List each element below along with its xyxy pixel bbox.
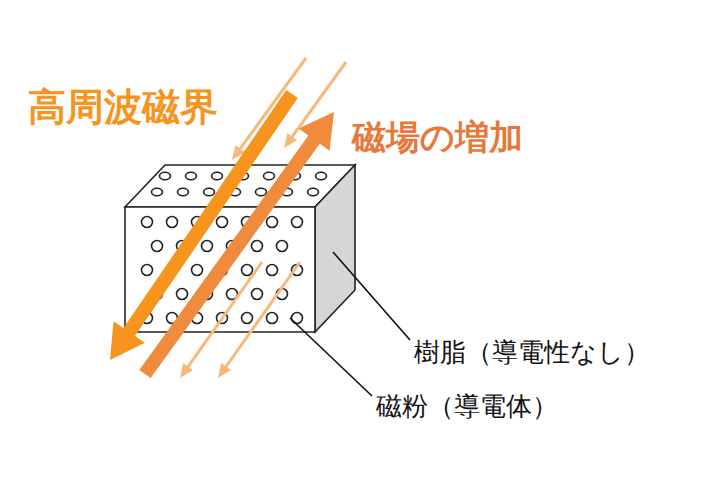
- powder-particle: [152, 241, 163, 252]
- powder-particle: [267, 217, 278, 228]
- field-arrow: [110, 90, 298, 360]
- powder-particle: [204, 188, 215, 196]
- powder-particle: [167, 217, 178, 228]
- powder-particle: [267, 265, 278, 276]
- powder-particle: [252, 241, 263, 252]
- powder-particle: [202, 241, 213, 252]
- leader-line: [290, 318, 372, 396]
- powder-particle: [264, 172, 275, 180]
- field-label: 磁場の増加: [352, 118, 523, 157]
- powder-particle: [277, 241, 288, 252]
- powder-particle: [242, 313, 253, 324]
- field-arrow: [218, 261, 301, 378]
- powder-particle: [212, 172, 223, 180]
- powder-particle: [160, 172, 171, 180]
- powder-particle: [186, 172, 197, 180]
- part-name: 樹脂（導電性なし）: [414, 338, 650, 368]
- field-label: 高周波磁界: [28, 86, 218, 130]
- powder-particle: [308, 188, 319, 196]
- powder-particle: [252, 289, 263, 300]
- powder-particle: [192, 265, 203, 276]
- part-name: 磁粉（導電体）: [376, 392, 558, 422]
- powder-particle: [142, 217, 153, 228]
- powder-particle: [256, 188, 267, 196]
- block-side-face: [315, 165, 355, 332]
- powder-particle: [316, 172, 327, 180]
- powder-particle: [178, 188, 189, 196]
- powder-particle: [217, 217, 228, 228]
- leader-line: [333, 252, 410, 340]
- field-arrow: [139, 112, 334, 378]
- powder-particle: [292, 217, 303, 228]
- powder-particle: [242, 265, 253, 276]
- powder-particle: [142, 265, 153, 276]
- powder-particle: [177, 289, 188, 300]
- field-arrow: [232, 57, 307, 160]
- powder-particle: [267, 313, 278, 324]
- powder-particle: [152, 188, 163, 196]
